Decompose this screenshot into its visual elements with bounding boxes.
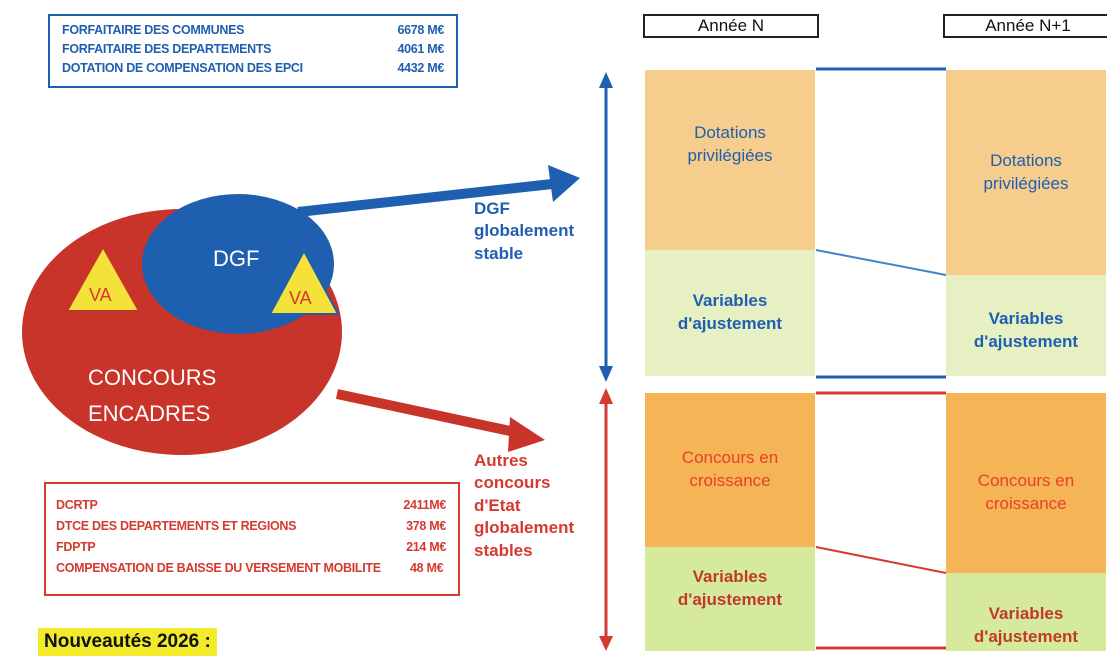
concours-label: CONCOURS: [88, 365, 217, 390]
va-triangle-left: [65, 244, 141, 312]
autres-concours-label: Autres concours d'Etat globalement stabl…: [474, 451, 575, 560]
va-label: VA: [89, 285, 112, 305]
row-value: 214 M€: [406, 540, 446, 554]
row-value: 48 M€: [410, 561, 444, 575]
nouveautes-heading: Nouveautés 2026 :: [38, 628, 217, 656]
row-label: FORFAITAIRE DES COMMUNES: [62, 23, 245, 37]
dgf-label: DGF: [213, 246, 260, 271]
row-label: FORFAITAIRE DES DEPARTEMENTS: [62, 42, 272, 56]
dgf-components-box: FORFAITAIRE DES COMMUNES 6678 M€ FORFAIT…: [48, 14, 458, 88]
connector-line: [815, 546, 947, 574]
row-value: 2411M€: [403, 498, 446, 512]
dgf-stable-label: DGF globalement stable: [474, 199, 575, 263]
arrow-down-tip: [599, 636, 613, 651]
row-label: DTCE DES DEPARTEMENTS ET REGIONS: [56, 519, 297, 533]
row-label: FDPTP: [56, 540, 96, 554]
row-value: 378 M€: [406, 519, 446, 533]
year-n-header: Année N: [643, 14, 819, 38]
dgf-arrow-head: [548, 165, 580, 202]
concours-arrow-shaft: [335, 389, 517, 437]
year-n1-header: Année N+1: [943, 14, 1107, 38]
row-value: 6678 M€: [397, 23, 444, 37]
concours-arrow-head: [508, 417, 545, 452]
arrow-down-tip: [599, 366, 613, 382]
dgf-arrow-shaft: [297, 179, 553, 217]
concours-label: ENCADRES: [88, 401, 211, 426]
va-triangle-right: [268, 248, 340, 315]
arrow-up-tip: [599, 72, 613, 88]
other-concours-box: DCRTP 2411M€ DTCE DES DEPARTEMENTS ET RE…: [44, 482, 460, 596]
arrow-up-tip: [599, 388, 613, 404]
va-label: VA: [289, 288, 312, 308]
row-value: 4432 M€: [397, 61, 444, 75]
row-label: DCRTP: [56, 498, 98, 512]
row-label: COMPENSATION DE BAISSE DU VERSEMENT MOBI…: [56, 561, 381, 575]
row-label: DOTATION DE COMPENSATION DES EPCI: [62, 61, 303, 75]
row-value: 4061 M€: [397, 42, 444, 56]
connector-line: [815, 249, 947, 276]
